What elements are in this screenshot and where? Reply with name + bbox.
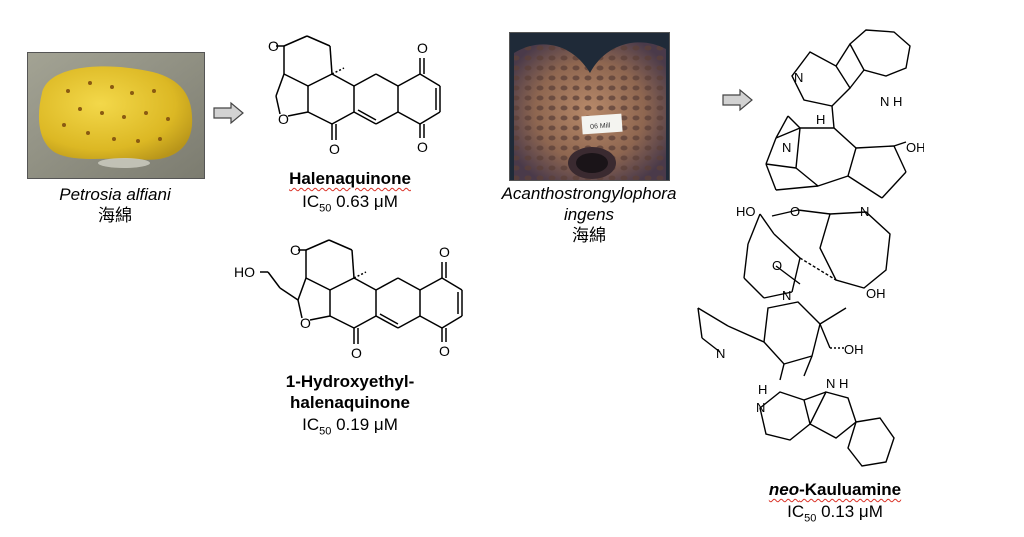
svg-text:HO: HO [736,204,756,219]
neo-kauluamine-ic50: IC50 0.13 μM [787,502,883,525]
sponge2-name-line1: Acanthostrongylophora [501,184,677,203]
hydroxyethyl-name-line1: 1-Hydroxyethyl- [285,372,415,391]
svg-text:OH: OH [866,286,886,301]
svg-text:N: N [716,346,725,361]
svg-text:O: O [439,343,450,359]
svg-text:H: H [839,376,848,391]
sponge2-type: 海綿 [572,226,606,245]
sponge1-type: 海綿 [98,206,132,225]
svg-text:O: O [790,204,800,219]
halenaquinone-ic50: IC50 0.63 μM [302,192,398,215]
svg-text:O: O [278,111,289,127]
svg-text:O: O [268,38,279,54]
svg-text:OH: OH [906,140,924,155]
svg-text:O: O [300,315,311,331]
petrosia-alfiani-photo [27,52,205,179]
svg-text:O: O [290,242,301,258]
arrow-right-icon [213,101,244,125]
arrow-right-icon [722,88,753,112]
hydroxyethyl-ic50: IC50 0.19 μM [302,415,398,438]
halenaquinone-structure: O O O O O [268,35,441,157]
svg-text:O: O [417,40,428,56]
svg-text:N: N [782,140,791,155]
svg-text:O: O [329,141,340,157]
svg-text:O: O [351,345,362,361]
svg-text:N: N [880,94,889,109]
svg-text:OH: OH [844,342,864,357]
svg-text:HO: HO [234,264,255,280]
svg-text:N: N [782,288,791,303]
svg-text:N: N [826,376,835,391]
sponge2-name-line2: ingens [563,205,615,224]
svg-text:H: H [816,112,825,127]
svg-text:N: N [756,400,765,415]
svg-text:H: H [758,382,767,397]
halenaquinone-name: Halenaquinone [289,169,411,188]
svg-text:H: H [893,94,902,109]
svg-text:O: O [439,244,450,260]
svg-text:N: N [860,204,869,219]
sponge1-name: Petrosia alfiani [59,185,171,204]
hydroxyethyl-name-line2: halenaquinone [290,393,410,412]
svg-text:06 Mill: 06 Mill [590,122,611,130]
svg-text:O: O [772,258,782,273]
svg-text:N: N [794,70,803,85]
neo-kauluamine-name: neo-Kauluamine [768,480,902,499]
acanthostrongylophora-photo: 06 Mill [509,32,670,181]
svg-text:O: O [417,139,428,155]
neo-kauluamine-structure: N N H H N OH HO O N O N OH N OH H N N H [697,29,924,467]
hydroxyethyl-halenaquinone-structure: HO O O O O O [234,239,463,361]
